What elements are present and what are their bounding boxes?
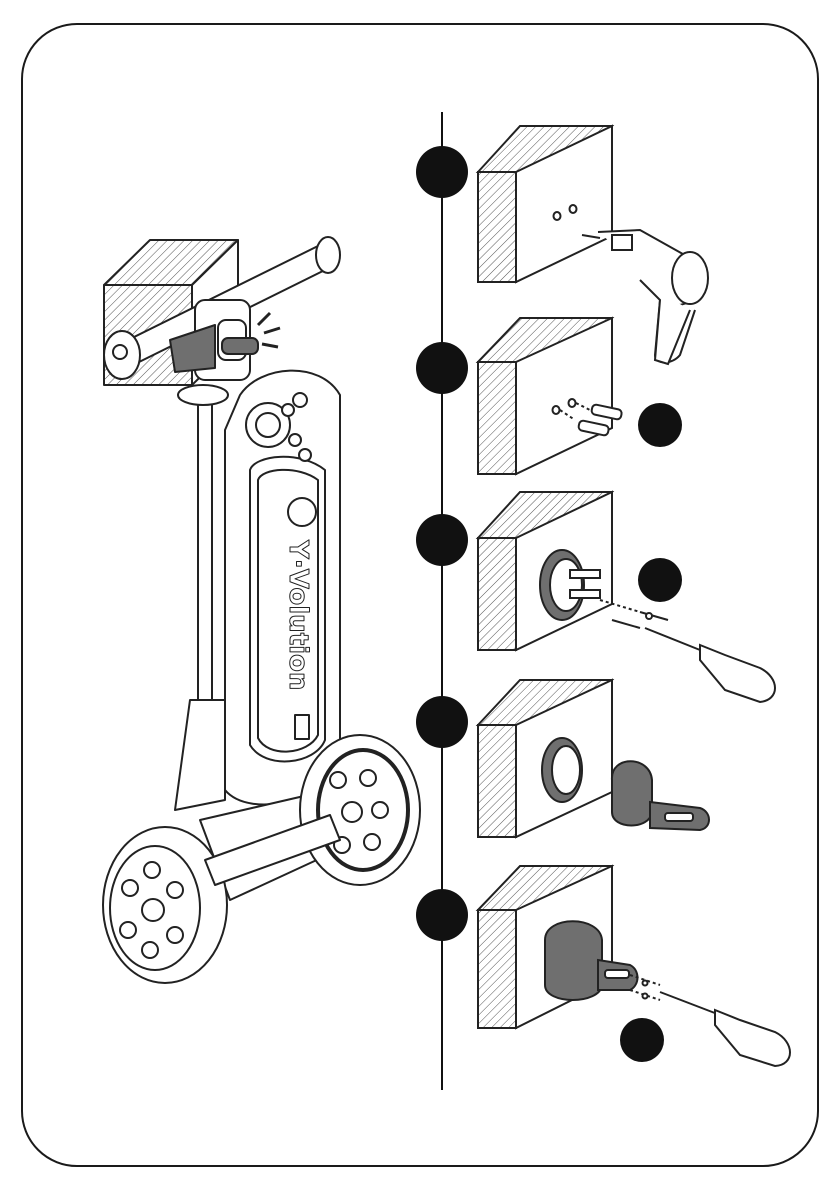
callout-bullet — [620, 1018, 664, 1062]
stem — [198, 390, 212, 720]
step-bullet — [416, 146, 468, 198]
brand-logo-icon — [288, 498, 316, 526]
front-wheel — [103, 827, 227, 983]
mount-base — [542, 738, 582, 802]
step-bullet — [416, 342, 468, 394]
callout-bullet — [638, 403, 682, 447]
qr-badge — [295, 715, 309, 739]
rear-wheel — [300, 735, 420, 885]
step-bullet — [416, 889, 468, 941]
step-bullet — [416, 514, 468, 566]
step-bullet — [416, 696, 468, 748]
brand-text: Y·Volution — [283, 539, 313, 690]
deck-body: Y·Volution — [225, 371, 340, 805]
callout-bullet — [638, 558, 682, 602]
page-frame — [22, 24, 818, 1166]
